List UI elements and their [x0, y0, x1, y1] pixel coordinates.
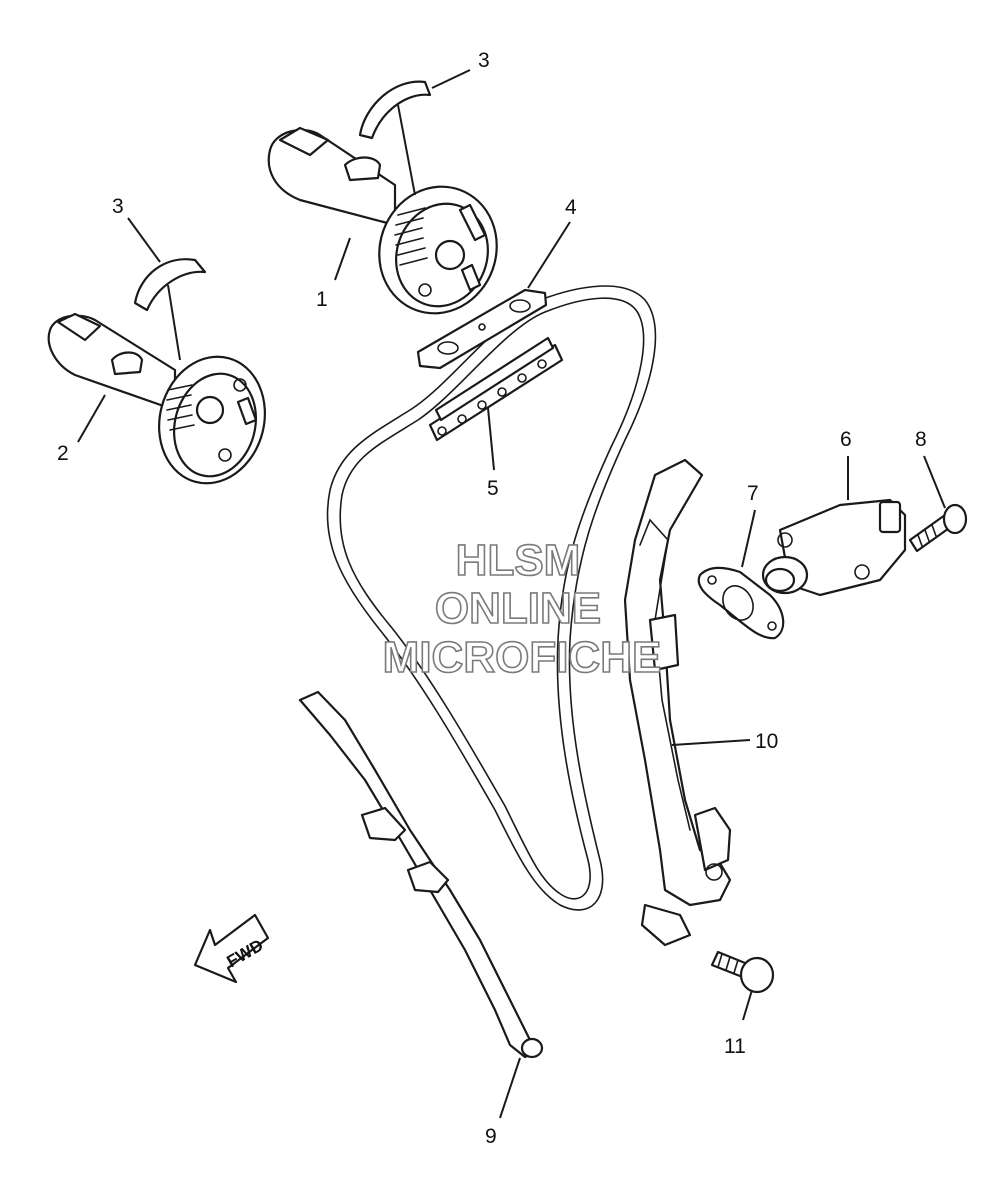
callout-3a: 3: [478, 49, 490, 72]
watermark-line-3: MICROFICHE: [383, 633, 662, 682]
callout-9: 9: [485, 1125, 497, 1148]
camshaft-2[interactable]: [47, 312, 279, 495]
callout-6: 6: [840, 428, 852, 451]
chain-guide-top[interactable]: [416, 288, 548, 370]
chain-tensioner-guide[interactable]: [623, 458, 732, 947]
camshaft-1[interactable]: [267, 126, 515, 330]
callout-2: 2: [57, 442, 69, 465]
watermark-line-1: HLSM: [456, 536, 581, 585]
tensioner-bolt[interactable]: [908, 503, 968, 553]
callout-8: 8: [915, 428, 927, 451]
cam-chain-tensioner[interactable]: [761, 498, 907, 597]
chain-links-segment[interactable]: [428, 336, 564, 442]
watermark-line-2: ONLINE: [435, 584, 601, 633]
callout-4: 4: [565, 196, 577, 219]
callout-labels: 1 2 3 3 4 5 6 7 8 9 10 11: [57, 49, 927, 1148]
callout-7: 7: [747, 482, 759, 505]
timing-chain[interactable]: [326, 285, 657, 911]
guide-bolt[interactable]: [710, 950, 775, 994]
circlip-upper[interactable]: [358, 80, 432, 140]
tensioner-gasket[interactable]: [697, 566, 785, 640]
leader-lines: [77, 69, 946, 1119]
callout-1: 1: [316, 288, 328, 311]
callout-11: 11: [724, 1035, 746, 1058]
callout-10: 10: [755, 730, 778, 753]
chain-guide-9[interactable]: [298, 690, 544, 1059]
watermark: HLSM ONLINE MICROFICHE: [382, 535, 662, 683]
callout-3b: 3: [112, 195, 124, 218]
circlip-lower[interactable]: [133, 258, 207, 312]
callout-5: 5: [487, 477, 499, 500]
fwd-arrow-icon: FWD: [193, 913, 270, 984]
